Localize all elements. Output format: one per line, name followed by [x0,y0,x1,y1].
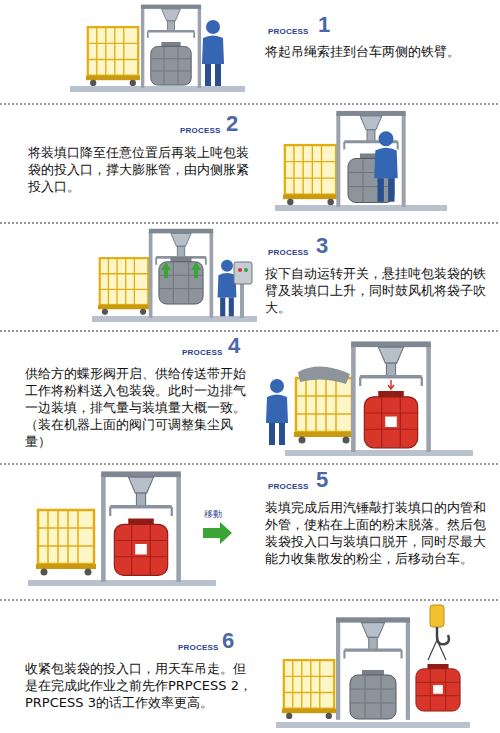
switch-button [238,268,242,272]
separator [0,104,500,600]
bag [151,42,191,85]
floor [28,580,216,586]
bag [350,670,396,719]
process-tag: PROCESS [268,482,309,491]
separator-line [0,104,500,105]
process-number: 3 [316,235,328,257]
filled-bag [364,391,417,448]
process-5-figure [28,471,232,586]
empty-bag [298,366,350,384]
filling-frame [351,341,431,452]
switch-button [244,268,248,272]
cart [86,27,140,86]
separator-line [0,464,500,465]
floor [70,86,245,92]
cart [36,510,96,576]
process-3-figure [92,229,257,322]
worker [202,20,224,86]
cart [98,258,150,315]
step-text: 将起吊绳索挂到台车两侧的铁臂。 [265,43,495,60]
worker [266,379,288,445]
process-1-figure [70,5,245,92]
crane-block [430,605,444,627]
filling-frame [336,617,410,720]
process-tag: PROCESS [268,27,309,36]
process-tag: PROCESS [268,248,309,257]
process-tag: PROCESS [178,643,219,652]
process-number: 6 [222,630,234,652]
bag [159,257,203,304]
cart [282,660,336,719]
sling [428,640,446,660]
flow-arrow [388,380,394,389]
crane-hook [437,627,449,644]
filling-frame [101,471,181,582]
process-tag: PROCESS [180,126,221,135]
up-arrow [161,262,171,278]
filled-bag [416,664,460,711]
filling-frame [336,111,405,207]
floor [276,722,470,728]
filled-bag [114,519,167,576]
floor [92,316,257,322]
move-arrow [203,522,232,544]
up-arrow [191,262,201,278]
process-number: 1 [318,14,330,36]
process-6-figure [276,605,470,728]
cart [283,145,338,205]
separator-line [0,600,500,601]
process-number: 4 [228,335,240,357]
switch-box [234,262,252,284]
cart [294,378,354,444]
separator-line [0,223,500,224]
step-text: 供给方的蝶形阀开启、供给传送带开始工作将粉料送入包装袋。此时一边排气一边装填，排… [25,365,253,450]
process-number: 2 [226,113,238,135]
floor [285,450,473,456]
step-text: 装填完成后用汽锤敲打装填口的内管和外管，使粘在上面的粉末脱落。然后包装袋投入口与… [265,499,495,567]
process-4-figure [266,341,473,456]
process-tag: PROCESS [182,348,223,357]
filling-frame [149,229,213,318]
step-text: 收紧包装袋的投入口，用天车吊走。但是在完成此作业之前先作PRPCESS 2，PR… [25,660,257,711]
process-2-figure [275,111,447,211]
move-label: 移動 [204,508,222,521]
worker [374,131,397,201]
process-number: 5 [316,469,328,491]
filling-frame [141,5,201,88]
floor [275,205,447,211]
step-text: 将装填口降至任意位置后再装上吨包装袋的投入口，撑大膨胀管，由内侧胀紧投入口。 [28,144,253,195]
step-text: 按下自动运转开关，悬挂吨包装袋的铁臂及装填口上升，同时鼓风机将袋子吹大。 [265,265,495,316]
separator-line [0,331,500,332]
